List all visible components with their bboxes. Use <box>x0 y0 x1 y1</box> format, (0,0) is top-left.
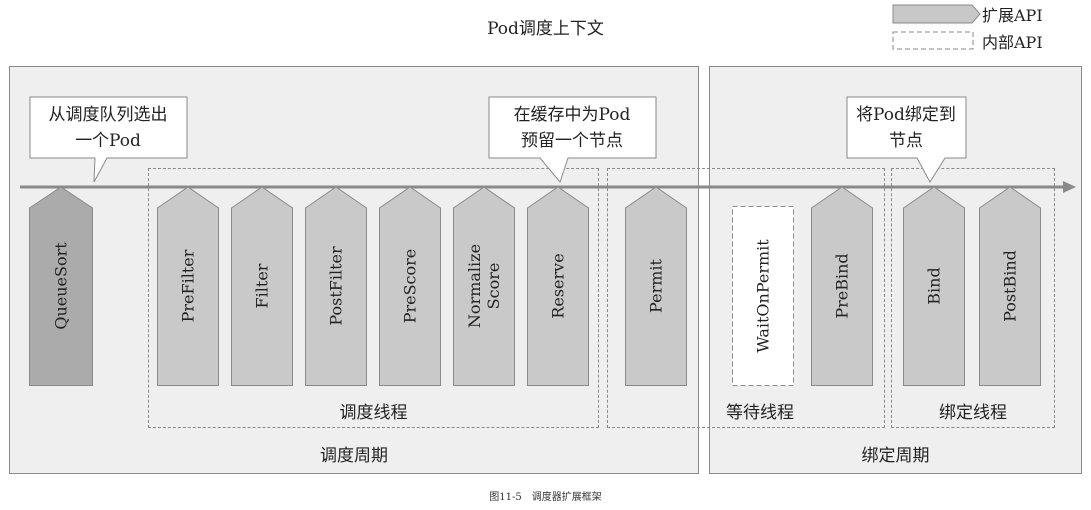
callout-select-pod-shape <box>29 96 188 183</box>
plugin-pre-bind-label: PreBind <box>832 253 852 319</box>
plugin-wait-on-permit: WaitOnPermit <box>732 206 794 386</box>
plugin-pre-filter: PreFilter <box>157 186 219 386</box>
callout-select-pod: 从调度队列选出 一个Pod <box>29 96 189 186</box>
plugin-normalize-score-label: Normalize Score <box>465 243 503 329</box>
plugin-wait-on-permit-label: WaitOnPermit <box>753 239 773 353</box>
callout-reserve-node: 在缓存中为Pod 预留一个节点 <box>488 96 660 186</box>
plugin-post-filter-label: PostFilter <box>326 246 346 326</box>
callout-bind-pod-shape <box>846 96 967 183</box>
plugin-pre-filter-shape <box>157 186 219 386</box>
plugin-pre-score-label: PreScore <box>400 248 420 324</box>
legend-extension-swatch <box>892 4 981 24</box>
waiting-thread-label: 等待线程 <box>726 403 794 423</box>
binding-thread-label: 绑定线程 <box>939 403 1007 423</box>
plugin-pre-score-shape <box>379 186 441 386</box>
plugin-reserve-shape <box>527 186 589 386</box>
scheduling-cycle-label: 调度周期 <box>320 446 388 466</box>
plugin-filter: Filter <box>231 186 293 386</box>
scheduling-thread-label: 调度线程 <box>339 403 408 423</box>
plugin-filter-label: Filter <box>252 263 272 309</box>
legend-internal-label: 内部API <box>982 33 1043 52</box>
plugin-bind: Bind <box>903 186 965 386</box>
timeline-arrow <box>20 181 1076 193</box>
plugin-bind-shape <box>903 186 965 386</box>
callout-bind-pod: 将Pod绑定到 节点 <box>846 96 970 186</box>
plugin-pre-filter-label: PreFilter <box>178 249 198 323</box>
plugin-pre-bind: PreBind <box>811 186 873 386</box>
plugin-filter-shape <box>231 186 293 386</box>
plugin-post-filter-shape <box>305 186 367 386</box>
plugin-wait-on-permit-shape <box>732 206 794 386</box>
binding-cycle-label: 绑定周期 <box>861 446 930 466</box>
plugin-normalize-score: Normalize Score <box>453 186 515 386</box>
plugin-pre-bind-shape <box>811 186 873 386</box>
plugin-normalize-score-shape <box>453 186 515 386</box>
callout-bind-pod-text: 将Pod绑定到 节点 <box>856 105 956 151</box>
plugin-queue-sort: QueueSort <box>29 186 93 386</box>
plugin-permit-shape <box>625 186 687 386</box>
plugin-reserve-label: Reserve <box>548 253 568 319</box>
binding-thread-box <box>891 168 1055 428</box>
plugin-bind-label: Bind <box>924 267 944 305</box>
callout-select-pod-text: 从调度队列选出 一个Pod <box>48 105 168 151</box>
legend-internal-swatch <box>892 31 974 50</box>
callout-reserve-node-text: 在缓存中为Pod 预留一个节点 <box>513 105 631 151</box>
legend-extension-label: 扩展API <box>982 6 1043 25</box>
figure-caption: 图11-5 调度器扩展框架 <box>489 492 602 503</box>
plugin-reserve: Reserve <box>527 186 589 386</box>
plugin-pre-score: PreScore <box>379 186 441 386</box>
waiting-thread-box <box>607 168 885 428</box>
legend-swatches <box>892 4 981 50</box>
plugin-post-filter: PostFilter <box>305 186 367 386</box>
plugin-post-bind: PostBind <box>979 186 1041 386</box>
plugin-post-bind-shape <box>979 186 1041 386</box>
scheduling-thread-box <box>148 168 599 428</box>
plugin-permit: Permit <box>625 186 687 386</box>
plugin-post-bind-label: PostBind <box>1000 250 1020 322</box>
plugin-permit-label: Permit <box>646 259 666 313</box>
callout-reserve-node-shape <box>488 96 657 184</box>
diagram-title: Pod调度上下文 <box>487 19 604 39</box>
plugin-queue-sort-shape <box>29 186 93 386</box>
plugin-queue-sort-label: QueueSort <box>51 242 71 330</box>
